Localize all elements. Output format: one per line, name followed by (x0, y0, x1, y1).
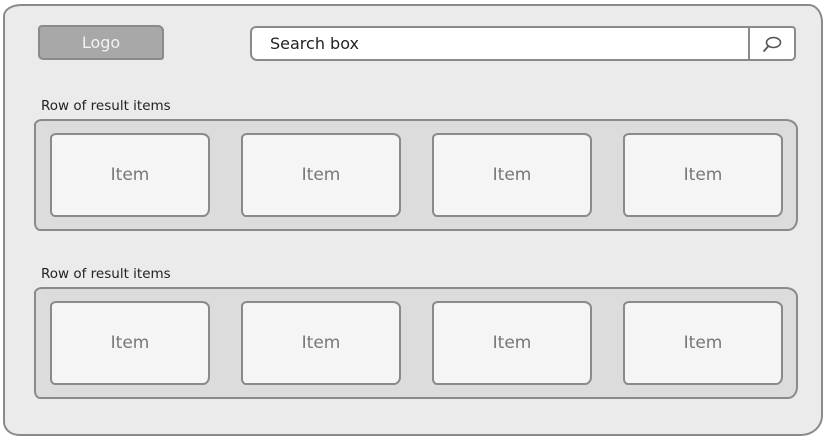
search-icon (763, 36, 782, 52)
result-item[interactable]: Item (241, 133, 401, 217)
row-label-2: Row of result items (41, 266, 171, 282)
logo-label: Logo (81, 33, 121, 52)
row-label-1: Row of result items (41, 98, 171, 114)
search-button[interactable] (748, 28, 794, 59)
result-item[interactable]: Item (50, 301, 210, 385)
results-row-1: Item Item Item Item (34, 119, 798, 231)
results-row-2: Item Item Item Item (34, 287, 798, 399)
result-item[interactable]: Item (50, 133, 210, 217)
logo[interactable]: Logo (38, 25, 164, 60)
result-item[interactable]: Item (241, 301, 401, 385)
result-item[interactable]: Item (432, 133, 592, 217)
result-item[interactable]: Item (432, 301, 592, 385)
search-bar (250, 26, 796, 61)
result-item[interactable]: Item (623, 301, 783, 385)
search-input[interactable] (252, 28, 748, 59)
result-item[interactable]: Item (623, 133, 783, 217)
